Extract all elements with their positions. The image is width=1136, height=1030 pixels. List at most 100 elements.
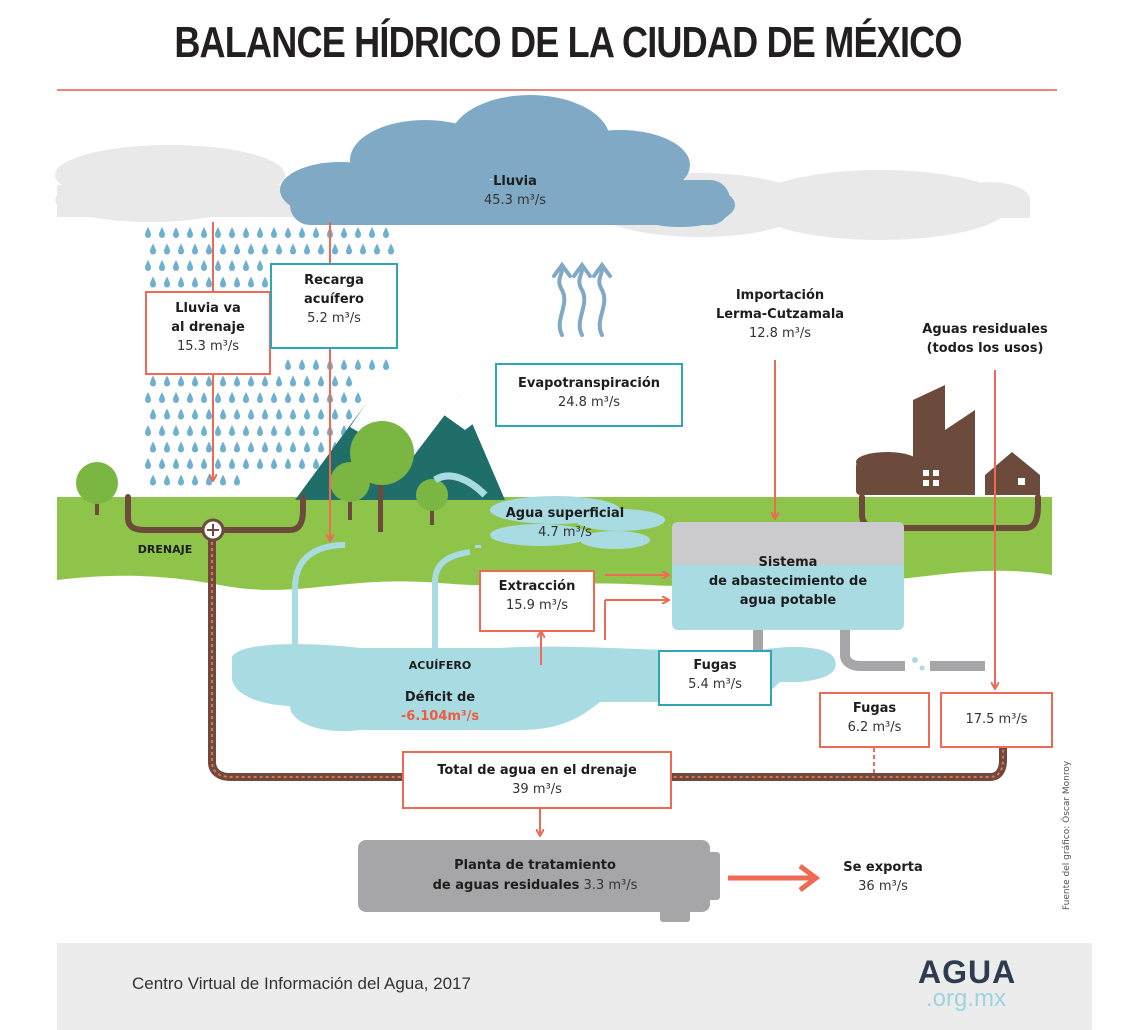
rain-drop bbox=[206, 375, 212, 387]
rain-drop bbox=[159, 227, 165, 238]
rain-drop bbox=[355, 392, 361, 403]
rain-drop bbox=[257, 227, 263, 238]
factory-buildings bbox=[856, 385, 1040, 495]
rain-drop bbox=[187, 458, 193, 469]
rain-drop bbox=[369, 359, 375, 370]
rain-drop bbox=[192, 408, 198, 420]
rain-drop bbox=[243, 260, 249, 271]
evapotranspiracion-value: 24.8 m³/s bbox=[557, 395, 621, 410]
rain-drop bbox=[257, 425, 263, 436]
sistema-title-2: de abastecimiento de bbox=[708, 574, 868, 589]
water-pipes bbox=[292, 542, 481, 650]
rain-drop bbox=[313, 458, 319, 469]
rain-drop bbox=[299, 392, 305, 403]
rain-drop bbox=[145, 227, 151, 238]
rain-drop bbox=[173, 392, 179, 403]
rain-drop bbox=[173, 260, 179, 271]
rain-drop bbox=[173, 458, 179, 469]
rain-drop bbox=[220, 243, 226, 255]
rain-drop bbox=[248, 441, 254, 453]
rain-drop bbox=[257, 392, 263, 403]
rain-drop bbox=[299, 458, 305, 469]
rain-drop bbox=[229, 227, 235, 238]
lluvia-drenaje-value: 15.3 m³/s bbox=[176, 339, 240, 354]
rain-drop bbox=[276, 243, 282, 255]
treatment-plant bbox=[358, 840, 720, 922]
rain-drop bbox=[164, 375, 170, 387]
rain-drop bbox=[206, 408, 212, 420]
rain-drop bbox=[206, 441, 212, 453]
rain-drop bbox=[164, 474, 170, 486]
rain-drop bbox=[178, 441, 184, 453]
rain-drop bbox=[341, 227, 347, 238]
aguas-residuales-box: 17.5 m³/s bbox=[940, 692, 1053, 748]
rain-drop bbox=[285, 458, 291, 469]
aguas-residuales-title-2: (todos los usos) bbox=[926, 341, 1044, 356]
rain-drop bbox=[164, 441, 170, 453]
rain-drop bbox=[206, 243, 212, 255]
planta-title-2: de aguas residuales bbox=[432, 878, 580, 893]
rain-drop bbox=[290, 441, 296, 453]
rain-drop bbox=[229, 260, 235, 271]
rain-drop bbox=[285, 425, 291, 436]
rain-drop bbox=[164, 408, 170, 420]
rain-drop bbox=[243, 458, 249, 469]
rain-drop bbox=[271, 458, 277, 469]
rain-drop bbox=[206, 474, 212, 486]
rain-drop bbox=[220, 276, 226, 288]
rain-drop bbox=[234, 243, 240, 255]
exporta-value: 36 m³/s bbox=[858, 879, 908, 894]
rain-drop bbox=[313, 227, 319, 238]
rain-drop bbox=[276, 441, 282, 453]
sistema-title-3: agua potable bbox=[739, 593, 837, 608]
rain-drop bbox=[215, 260, 221, 271]
aguas-residuales-title-1: Aguas residuales bbox=[922, 322, 1048, 337]
rain-drop bbox=[248, 375, 254, 387]
rain-drop bbox=[178, 408, 184, 420]
rain-drop bbox=[369, 227, 375, 238]
rain-drop bbox=[229, 425, 235, 436]
total-drenaje-title: Total de agua en el drenaje bbox=[437, 763, 637, 778]
footer-credit: Centro Virtual de Información del Agua, … bbox=[132, 974, 471, 993]
page-title: BALANCE HÍDRICO DE LA CIUDAD DE MÉXICO bbox=[174, 18, 962, 67]
rain-drop bbox=[178, 276, 184, 288]
drain-valve-cross bbox=[207, 524, 219, 536]
rain-drop bbox=[159, 458, 165, 469]
planta-title-1: Planta de tratamiento bbox=[454, 858, 616, 873]
rain-drop bbox=[318, 375, 324, 387]
rain-drop bbox=[285, 392, 291, 403]
rain-drop bbox=[234, 375, 240, 387]
rain-drop bbox=[332, 408, 338, 420]
agua-superficial-label: Agua superficial 4.7 m³/s bbox=[500, 504, 630, 542]
rain-drop bbox=[150, 276, 156, 288]
surface-water bbox=[433, 472, 665, 549]
recarga-box: Recarga acuífero 5.2 m³/s bbox=[270, 263, 398, 349]
fugas-1-value: 5.4 m³/s bbox=[688, 677, 742, 692]
rain-drop bbox=[192, 375, 198, 387]
rain-drop bbox=[150, 441, 156, 453]
rain-drop bbox=[290, 375, 296, 387]
lluvia-drenaje-box: Lluvia va al drenaje 15.3 m³/s bbox=[145, 291, 271, 375]
rain-drop bbox=[159, 260, 165, 271]
cloud-rain bbox=[280, 95, 735, 227]
importacion-title-2: Lerma-Cutzamala bbox=[715, 307, 845, 322]
rain-drop bbox=[332, 375, 338, 387]
rain-drop bbox=[215, 392, 221, 403]
rain-drop bbox=[262, 408, 268, 420]
rain-drop bbox=[187, 260, 193, 271]
rain-drop bbox=[313, 425, 319, 436]
rain-drop bbox=[355, 359, 361, 370]
lluvia-value: 45.3 m³/s bbox=[483, 193, 547, 208]
extraccion-box: Extracción 15.9 m³/s bbox=[479, 570, 595, 632]
sistema-label: Sistema de abastecimiento de agua potabl… bbox=[680, 553, 896, 610]
rain-drop bbox=[220, 474, 226, 486]
rain-drop bbox=[304, 441, 310, 453]
fugas-box-2: Fugas 6.2 m³/s bbox=[819, 692, 930, 748]
rain-drop bbox=[313, 359, 319, 370]
exporta-label: Se exporta 36 m³/s bbox=[828, 858, 938, 896]
title-divider bbox=[57, 89, 1057, 91]
rain-drop bbox=[150, 375, 156, 387]
logo-orgmx: .org.mx bbox=[926, 985, 1007, 1012]
rain-drop bbox=[257, 458, 263, 469]
extraccion-value: 15.9 m³/s bbox=[505, 598, 569, 613]
